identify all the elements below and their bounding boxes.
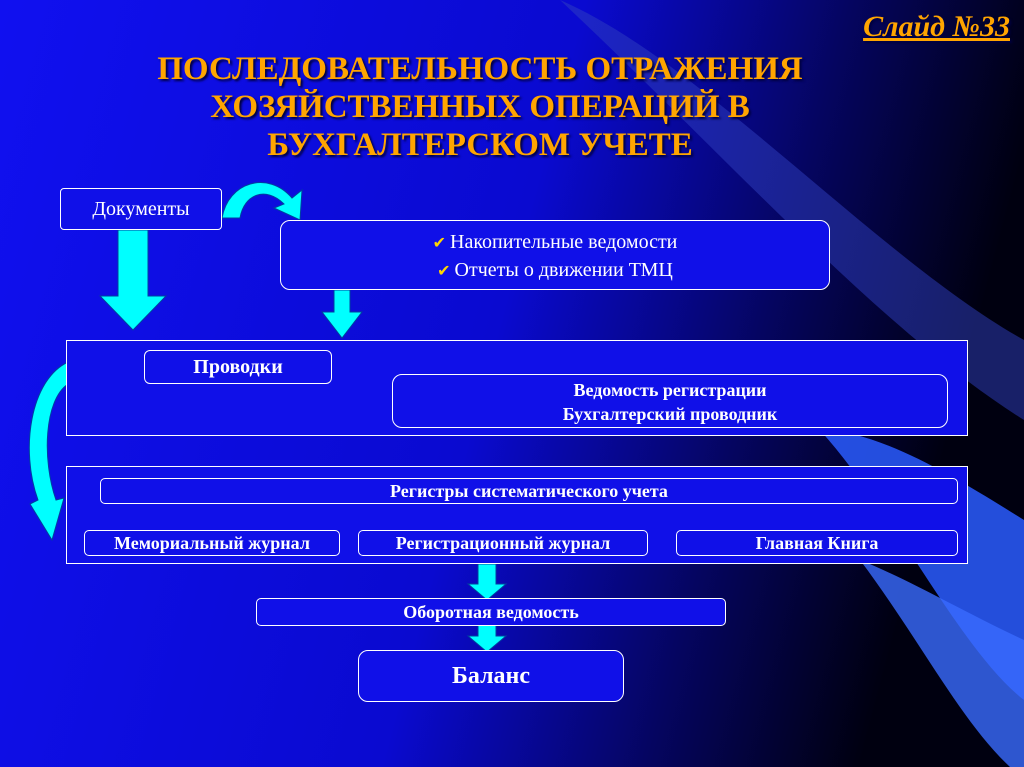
turnover-sheet-box: Оборотная ведомость	[256, 598, 726, 626]
balance-box: Баланс	[358, 650, 624, 702]
title-line-3: БУХГАЛТЕРСКОМ УЧЕТЕ	[267, 127, 693, 163]
general-ledger-box: Главная Книга	[676, 530, 958, 556]
systematic-registers-label: Регистры систематического учета	[390, 481, 668, 501]
checkmark-icon: ✔	[432, 235, 447, 252]
accumulative-label: Накопительные ведомости	[450, 231, 678, 253]
slide-number: Слайд №33	[863, 10, 1010, 43]
balance-label: Баланс	[451, 663, 531, 689]
title-line-1: ПОСЛЕДОВАТЕЛЬНОСТЬ ОТРАЖЕНИЯ	[157, 51, 803, 87]
checkmark-icon: ✔	[437, 263, 451, 280]
postings-box: Проводки	[144, 350, 332, 384]
memorial-journal-box: Мемориальный журнал	[84, 530, 340, 556]
systematic-registers-box: Регистры систематического учета	[100, 478, 958, 504]
movement-reports-label: Отчеты о движении ТМЦ	[454, 259, 673, 281]
postings-label: Проводки	[193, 356, 283, 378]
registration-box: Ведомость регистрации Бухгалтерский пров…	[392, 374, 948, 428]
documents-box: Документы	[60, 188, 222, 230]
accumulative-box: ✔Накопительные ведомости ✔Отчеты о движе…	[280, 220, 830, 290]
documents-label: Документы	[92, 198, 190, 220]
slide-title: ПОСЛЕДОВАТЕЛЬНОСТЬ ОТРАЖЕНИЯ ХОЗЯЙСТВЕНН…	[90, 50, 870, 164]
title-line-2: ХОЗЯЙСТВЕННЫХ ОПЕРАЦИЙ В	[210, 89, 750, 125]
registration-journal-label: Регистрационный журнал	[395, 533, 611, 553]
registration-journal-box: Регистрационный журнал	[358, 530, 648, 556]
accounting-guide-label: Бухгалтерский проводник	[562, 404, 778, 424]
memorial-journal-label: Мемориальный журнал	[114, 533, 310, 553]
registration-sheet-label: Ведомость регистрации	[573, 380, 767, 400]
general-ledger-label: Главная Книга	[755, 533, 879, 553]
turnover-sheet-label: Оборотная ведомость	[403, 602, 579, 622]
